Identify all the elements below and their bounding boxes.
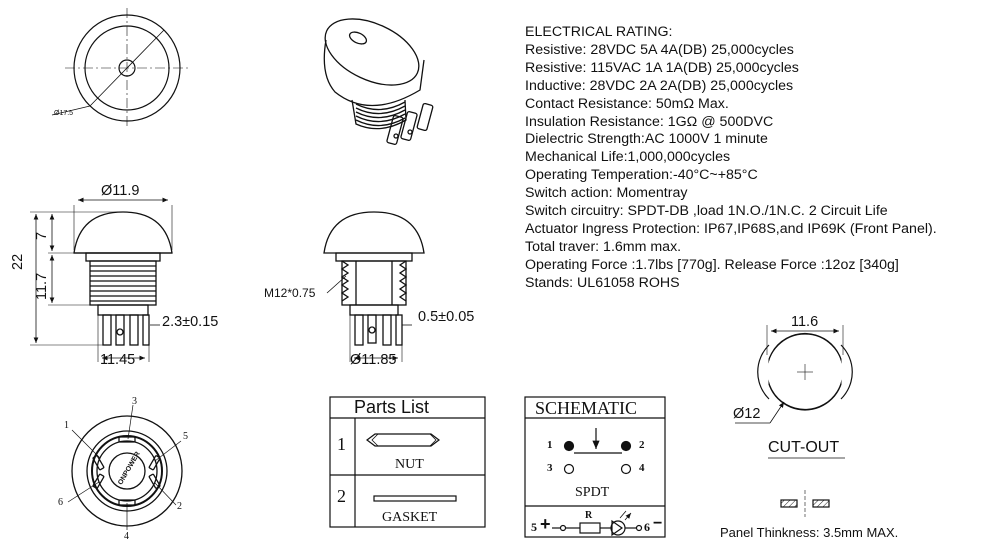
resistor-label: R	[585, 510, 593, 521]
minus-sign: −	[653, 515, 663, 532]
pin-label-6: 6	[58, 497, 63, 508]
part-number: 1	[337, 434, 346, 454]
spec-title: ELECTRICAL RATING:	[525, 24, 673, 40]
panel-thickness-note: Panel Thinkness: 3.5mm MAX.	[720, 525, 899, 540]
electrical-rating: ELECTRICAL RATING: Resistive: 28VDC 5A 4…	[525, 24, 995, 293]
spec-line: Total traver: 1.6mm max.	[525, 238, 682, 255]
schematic-title: SCHEMATIC	[535, 398, 638, 418]
side-view	[30, 197, 173, 362]
spec-line: Dielectric Strength:AC 1000V 1 minute	[525, 131, 768, 148]
spec-line: Resistive: 28VDC 5A 4A(DB) 25,000cycles	[525, 41, 794, 58]
spec-line: Stands: UL61058 ROHS	[525, 274, 680, 291]
terminal-label-1: 1	[547, 439, 553, 451]
spec-line: Insulation Resistance: 1GΩ @ 500DVC	[525, 113, 774, 130]
cutout-title: CUT-OUT	[768, 439, 840, 456]
top-view	[51, 8, 189, 128]
spdt-label: SPDT	[575, 485, 610, 500]
schematic-box	[524, 396, 666, 538]
spec-line: Inductive: 28VDC 2A 2A(DB) 25,000cycles	[525, 77, 794, 94]
terminal-thickness-label: 0.5±0.05	[418, 309, 475, 325]
part-name: NUT	[395, 457, 424, 472]
pin-label-4: 4	[124, 531, 129, 542]
pin-label-5: 5	[183, 431, 188, 442]
part-name: GASKET	[382, 510, 438, 525]
parts-list-table	[329, 396, 486, 528]
side-cap-height-label: 7	[34, 231, 50, 240]
section-view	[323, 211, 425, 362]
cutout-diameter-label: Ø12	[733, 406, 761, 422]
isometric-view	[323, 18, 434, 146]
pin-label-1: 1	[64, 420, 69, 431]
parts-list-title: Parts List	[354, 397, 430, 417]
cutout-width-label: 11.6	[791, 314, 819, 330]
terminal-label-3: 3	[547, 462, 553, 474]
lamp-terminal-5: 5	[531, 520, 537, 534]
terminal-gap-label: 2.3±0.15	[162, 314, 219, 330]
side-bottom-width-label: 11.45	[100, 352, 136, 368]
spec-line: Switch action: Momentray	[525, 185, 688, 202]
top-diameter-label: Ø17.5	[54, 110, 74, 117]
spec-line: Operating Temperation:-40°C~+85°C	[525, 167, 758, 184]
cutout-drawing	[735, 325, 853, 517]
pin-label-3: 3	[132, 396, 137, 407]
lamp-terminal-6: 6	[644, 520, 650, 534]
terminal-label-4: 4	[639, 462, 645, 474]
spec-line: Mechanical Life:1,000,000cycles	[525, 149, 731, 166]
plus-sign: +	[540, 514, 551, 534]
section-bottom-width-label: Ø11.85	[350, 352, 397, 368]
thread-label: M12*0.75	[264, 286, 316, 300]
spec-line: Contact Resistance: 50mΩ Max.	[525, 95, 729, 112]
spec-line: Operating Force :1.7lbs [770g]. Release …	[525, 256, 899, 273]
spec-line: Switch circuitry: SPDT-DB ,load 1N.O./1N…	[525, 203, 888, 220]
spec-line: Resistive: 115VAC 1A 1A(DB) 25,000cycles	[525, 59, 799, 76]
part-number: 2	[337, 486, 346, 506]
pin-label-2: 2	[177, 501, 182, 512]
bottom-view	[67, 404, 183, 530]
side-total-height-label: 22	[10, 253, 26, 270]
side-body-height-label: 11.7	[34, 272, 50, 300]
spec-line: Actuator Ingress Protection: IP67,IP68S,…	[525, 220, 937, 237]
terminal-label-2: 2	[639, 439, 645, 451]
side-top-width-label: Ø11.9	[101, 183, 140, 199]
